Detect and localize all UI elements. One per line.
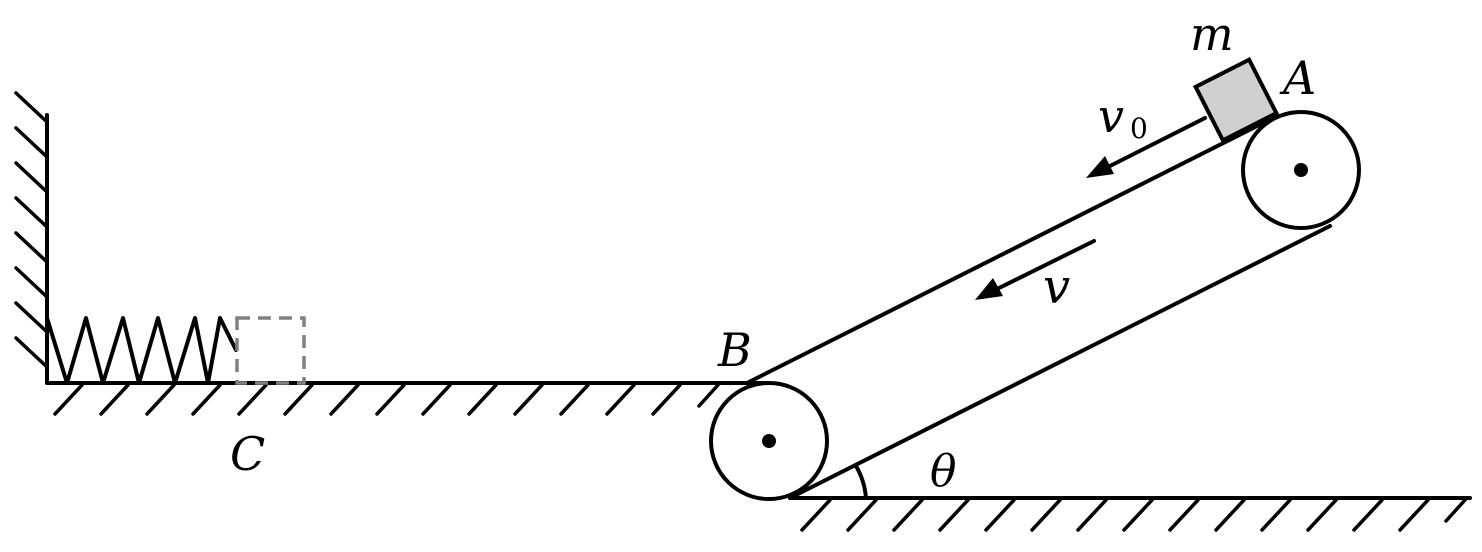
lower-pulley-axle	[762, 434, 776, 448]
upper-pulley	[1241, 110, 1361, 230]
lower-ground-hatching	[800, 498, 1467, 532]
ghost-block-at-c	[235, 316, 306, 385]
belt-top-surface	[745, 114, 1279, 385]
upper-ground-hatching	[53, 383, 720, 416]
upper-pulley-axle	[1294, 163, 1308, 177]
initial-velocity-label: v	[1098, 89, 1124, 143]
spring	[45, 316, 238, 385]
belt-bottom-surface	[788, 224, 1332, 500]
wall-hatching	[14, 91, 49, 369]
angle-arc	[854, 464, 868, 500]
conveyor-belt	[709, 110, 1361, 501]
point-b-label: B	[717, 323, 752, 377]
lower-pulley	[709, 381, 829, 501]
lower-ground	[788, 496, 1472, 532]
upper-ground	[45, 381, 770, 416]
point-a-label: A	[1279, 51, 1316, 105]
left-wall	[14, 91, 49, 385]
angle-label: θ	[930, 446, 957, 497]
block-m	[1192, 56, 1280, 144]
belt-velocity-arrow	[975, 239, 1096, 300]
initial-velocity-subscript: 0	[1130, 112, 1148, 145]
point-c-label: C	[230, 427, 265, 481]
belt-velocity-label: v	[1043, 259, 1070, 315]
initial-velocity-arrow	[1086, 116, 1207, 178]
mass-label: m	[1190, 7, 1234, 61]
